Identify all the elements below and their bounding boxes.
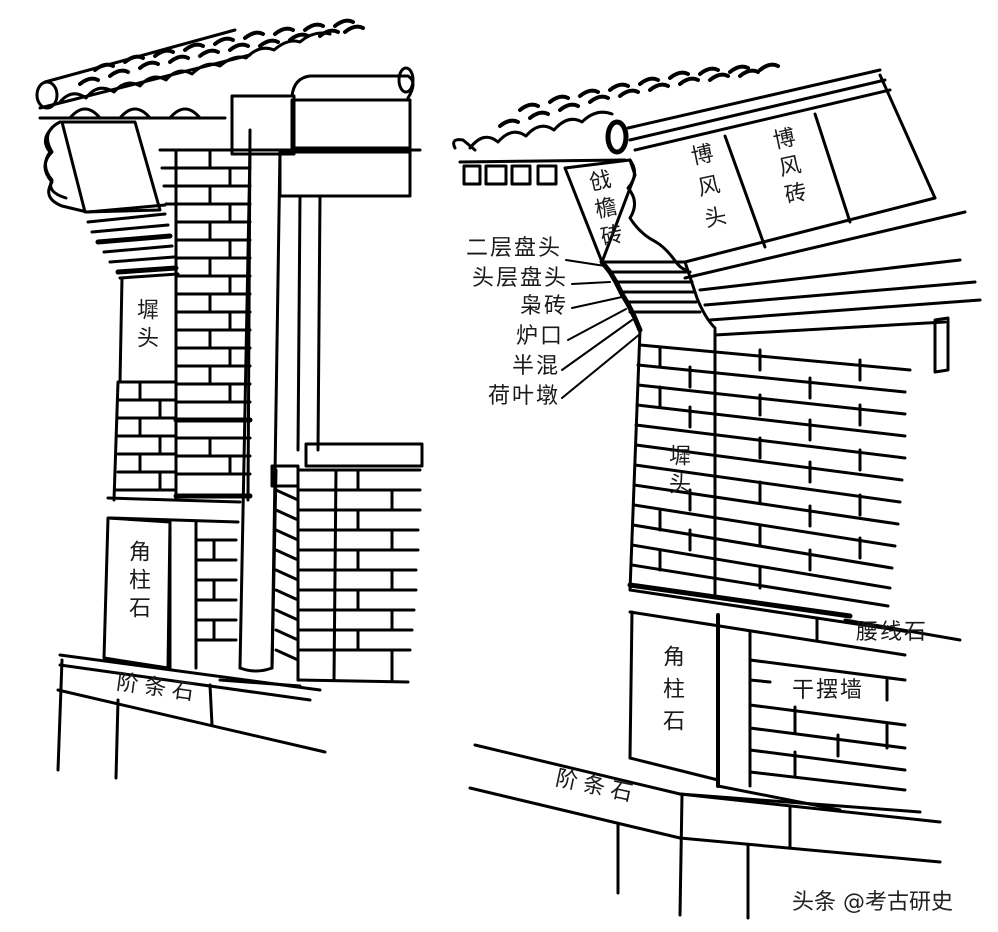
right-xianyan-brick	[563, 158, 717, 333]
callout-lukou: 炉口	[515, 324, 564, 349]
left-roof-tiles	[35, 18, 365, 120]
right-roof-tiles	[452, 62, 780, 186]
label-right-jiaozhushi: 角柱石	[659, 645, 684, 741]
left-beam	[230, 66, 422, 452]
label-left-chitou: 墀头	[133, 298, 158, 354]
right-jietiaoshi-step	[468, 743, 942, 920]
left-jiaozhushi-block	[102, 496, 242, 670]
label-yaoxianshi: 腰线石	[856, 620, 929, 645]
left-brick-column	[112, 148, 178, 502]
left-middle-brick-wall	[158, 128, 253, 502]
right-lower-wall	[628, 588, 962, 792]
callout-erceng-pantou: 二层盘头	[465, 236, 562, 261]
callout-xiaozhuan: 枭砖	[519, 294, 568, 319]
label-left-jiaozhushi: 角柱石	[125, 540, 150, 624]
left-jietiaoshi-step	[56, 653, 327, 780]
callout-touceng-pantou: 头层盘头	[471, 266, 568, 291]
label-right-chitou: 墀头	[665, 444, 690, 500]
right-callout-leaders	[561, 259, 641, 399]
callout-heyedun: 荷叶墩	[487, 384, 560, 409]
watermark: 头条 @考古研史	[792, 890, 953, 915]
left-xianyan-block	[43, 120, 180, 280]
callout-banhun: 半混	[511, 354, 560, 379]
left-right-brick-wall	[270, 442, 424, 684]
right-bofeng-board	[626, 68, 967, 280]
right-figure	[452, 62, 982, 920]
left-figure	[35, 18, 424, 780]
label-ganbaiqiang: 干摆墙	[792, 678, 865, 703]
right-brick-wall	[627, 258, 982, 619]
